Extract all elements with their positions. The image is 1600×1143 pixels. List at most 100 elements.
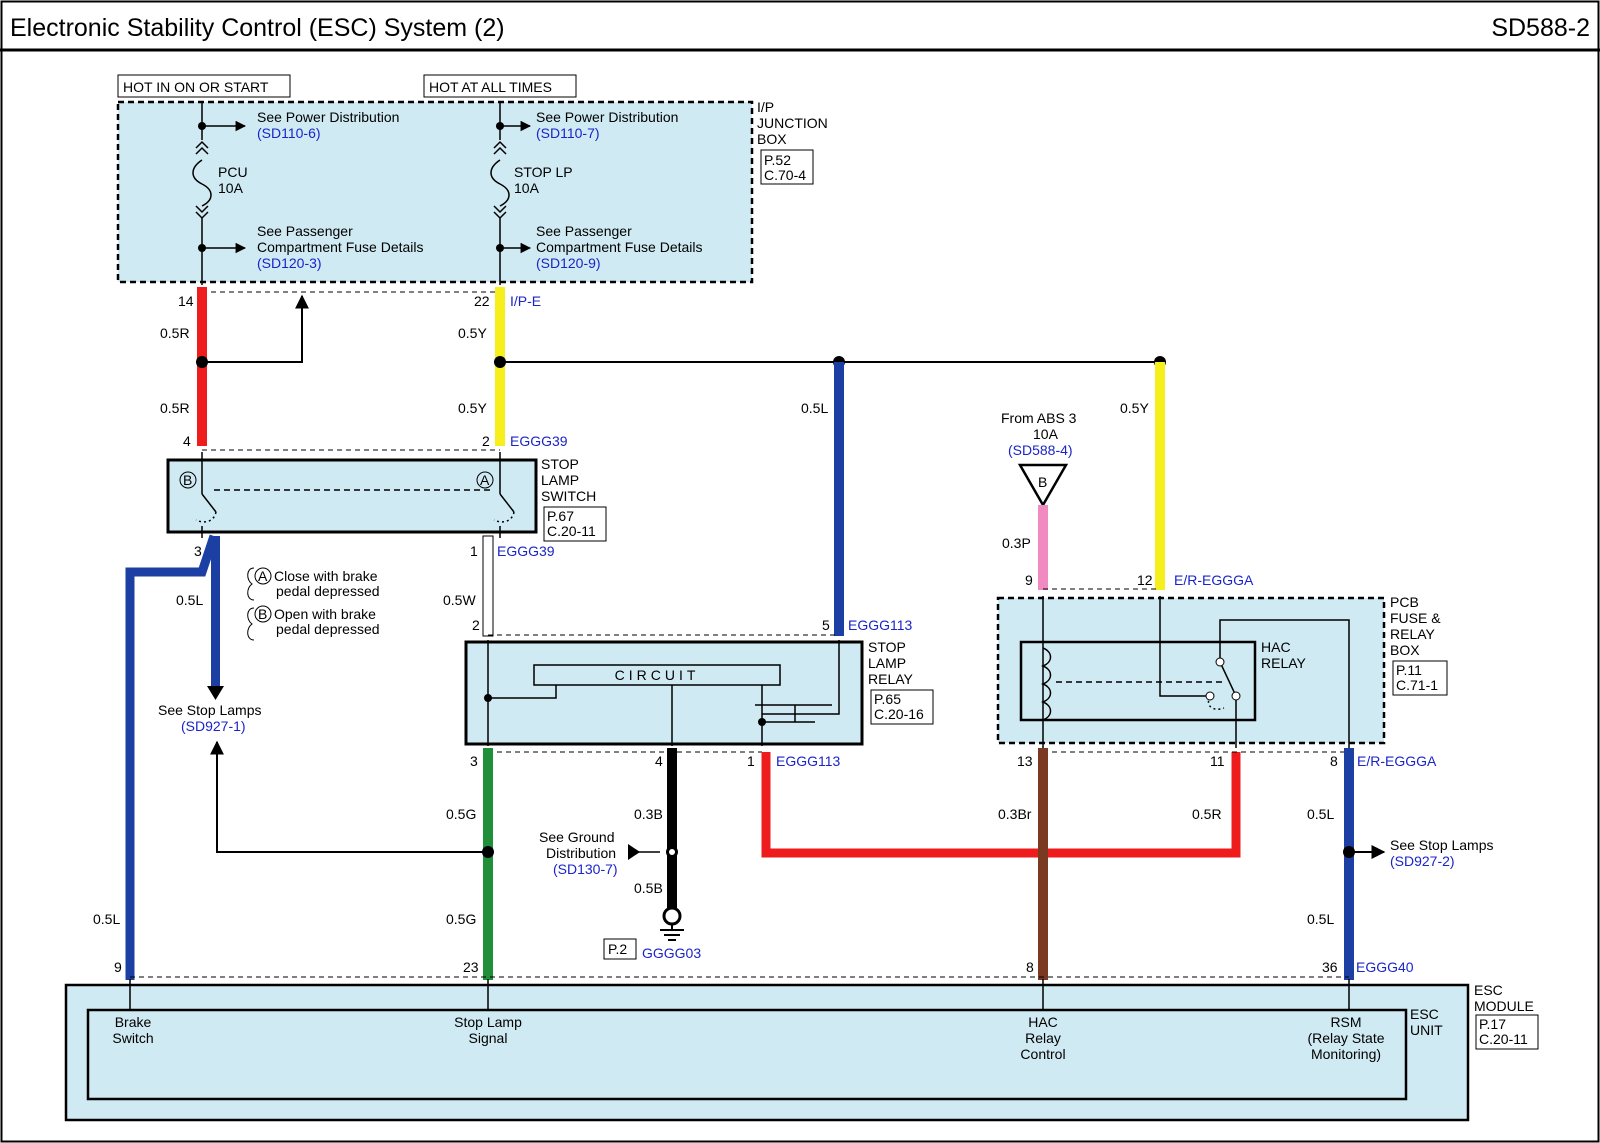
wire-blue-relay-label: 0.5L xyxy=(801,400,828,416)
wire-white xyxy=(482,535,494,637)
esc-rsm-3: Monitoring) xyxy=(1311,1046,1381,1062)
esc-unit-name-1: ESC xyxy=(1410,1006,1439,1022)
pcb-name-4: BOX xyxy=(1390,642,1420,658)
pcb-connector-top: E/R-EGGGA xyxy=(1174,572,1254,588)
esc-connector: EGGG40 xyxy=(1356,959,1414,975)
wire-red-relay xyxy=(761,752,1241,858)
wire-yellow-pcb-label: 0.5Y xyxy=(1120,400,1149,416)
esc-pin-23: 23 xyxy=(463,959,479,975)
ground-page: P.2 xyxy=(608,941,627,957)
stop-see-fuse-2: Compartment Fuse Details xyxy=(536,239,703,255)
stop-lp-fuse-circuit xyxy=(490,102,532,285)
stop-lamps-ref-1: (SD927-1) xyxy=(181,718,246,734)
see-stop-lamps-1: See Stop Lamps xyxy=(158,702,262,718)
pcb-pin-12: 12 xyxy=(1137,572,1153,588)
switch-mark-a: A xyxy=(480,472,490,488)
pcb-name-1: PCB xyxy=(1390,594,1419,610)
esc-module xyxy=(64,983,1470,1122)
stop-see-power: See Power Distribution xyxy=(536,109,678,125)
pin-22: 22 xyxy=(474,293,490,309)
ip-e-connector: I/P-E xyxy=(510,293,541,309)
pcb-name-3: RELAY xyxy=(1390,626,1436,642)
wire-blue-switch xyxy=(125,534,219,980)
wire-pink-label: 0.3P xyxy=(1002,535,1031,551)
esc-module-name-2: MODULE xyxy=(1474,998,1534,1014)
wire-green xyxy=(483,748,493,980)
pcu-see-power: See Power Distribution xyxy=(257,109,399,125)
pcu-fuse-ref: (SD120-3) xyxy=(257,255,322,271)
esc-hac-3: Control xyxy=(1020,1046,1065,1062)
wire-red-label-2: 0.5R xyxy=(160,400,190,416)
wire-green-label-1: 0.5G xyxy=(446,806,476,822)
relay-name-3: RELAY xyxy=(868,671,914,687)
wire-yellow-pcb xyxy=(1155,362,1165,590)
abs-from-2: 10A xyxy=(1033,426,1059,442)
relay-name-1: STOP xyxy=(868,639,906,655)
wire-blue-switch-label: 0.5L xyxy=(176,592,203,608)
pcb-pin-13: 13 xyxy=(1017,753,1033,769)
legend-a-1: Close with brake xyxy=(274,568,378,584)
pcu-fuse-name: PCU xyxy=(218,164,248,180)
pcb-pin-11: 11 xyxy=(1210,753,1225,769)
wire-black-label-2: 0.5B xyxy=(634,880,663,896)
abs-from-1: From ABS 3 xyxy=(1001,410,1077,426)
relay-pin-2: 2 xyxy=(472,617,480,633)
switch-name-1: STOP xyxy=(541,456,579,472)
switch-mark-b: B xyxy=(183,472,192,488)
pcb-pin-8: 8 xyxy=(1330,753,1338,769)
pcu-power-ref: (SD110-6) xyxy=(257,125,321,141)
switch-name-3: SWITCH xyxy=(541,488,596,504)
esc-hac-2: Relay xyxy=(1025,1030,1061,1046)
abs-mark-b: B xyxy=(1038,474,1047,490)
pcb-ref-2: C.71-1 xyxy=(1396,677,1438,693)
esc-ref-1: P.17 xyxy=(1479,1016,1506,1032)
esc-rsm-2: (Relay State xyxy=(1307,1030,1384,1046)
page-title: Electronic Stability Control (ESC) Syste… xyxy=(10,14,505,42)
wire-pink xyxy=(1038,505,1048,590)
switch-connector-top: EGGG39 xyxy=(510,433,568,449)
esc-pin-stubs xyxy=(129,979,1350,1010)
switch-pin-2: 2 xyxy=(482,433,490,449)
switch-pin-3: 3 xyxy=(194,543,202,559)
stop-lamp-switch xyxy=(166,458,538,534)
relay-connector-bottom: EGGG113 xyxy=(776,753,841,769)
ip-box-name-3: BOX xyxy=(757,131,787,147)
hac-relay-name-2: RELAY xyxy=(1261,655,1307,671)
pcb-connector-bottom: E/R-EGGGA xyxy=(1357,753,1437,769)
ip-junction-box xyxy=(116,100,754,284)
legend-mark-a: A xyxy=(258,568,268,584)
esc-stop-1: Stop Lamp xyxy=(454,1014,522,1030)
stop-see-fuse-1: See Passenger xyxy=(536,223,632,239)
wire-brown-label: 0.3Br xyxy=(998,806,1032,822)
pcb-ref-1: P.11 xyxy=(1396,662,1422,678)
wire-brown xyxy=(1038,748,1048,980)
stop-lamp-relay xyxy=(464,640,864,746)
pcu-fuse-rating: 10A xyxy=(218,180,244,196)
relay-circuit-label: CIRCUIT xyxy=(615,667,700,683)
esc-pin-9: 9 xyxy=(114,959,122,975)
wire-blue-rsm-label-2: 0.5L xyxy=(1307,911,1334,927)
switch-ref-2: C.20-11 xyxy=(547,523,596,539)
legend-a-2: pedal depressed xyxy=(276,583,380,599)
wire-yellow-label-2: 0.5Y xyxy=(458,400,487,416)
pcu-fuse-circuit xyxy=(192,102,247,285)
wire-blue-relay xyxy=(834,362,844,636)
pcb-name-2: FUSE & xyxy=(1390,610,1441,626)
esc-brake-2: Switch xyxy=(112,1030,153,1046)
legend-b-2: pedal depressed xyxy=(276,621,380,637)
stop-power-ref: (SD110-7) xyxy=(536,125,600,141)
wire-blue-rsm xyxy=(1344,748,1354,980)
ip-box-name-1: I/P xyxy=(757,99,774,115)
esc-unit xyxy=(86,1008,1408,1101)
esc-ref-2: C.20-11 xyxy=(1479,1031,1528,1047)
ip-box-name-2: JUNCTION xyxy=(757,115,828,131)
hot-in-on-label: HOT IN ON OR START xyxy=(123,79,269,95)
esc-pin-8: 8 xyxy=(1026,959,1034,975)
wire-black-label-1: 0.3B xyxy=(634,806,663,822)
hac-relay xyxy=(1019,640,1257,722)
abs-ref: (SD588-4) xyxy=(1008,442,1073,458)
pin-14: 14 xyxy=(178,293,194,309)
ip-box-ref-2: C.70-4 xyxy=(764,167,806,183)
